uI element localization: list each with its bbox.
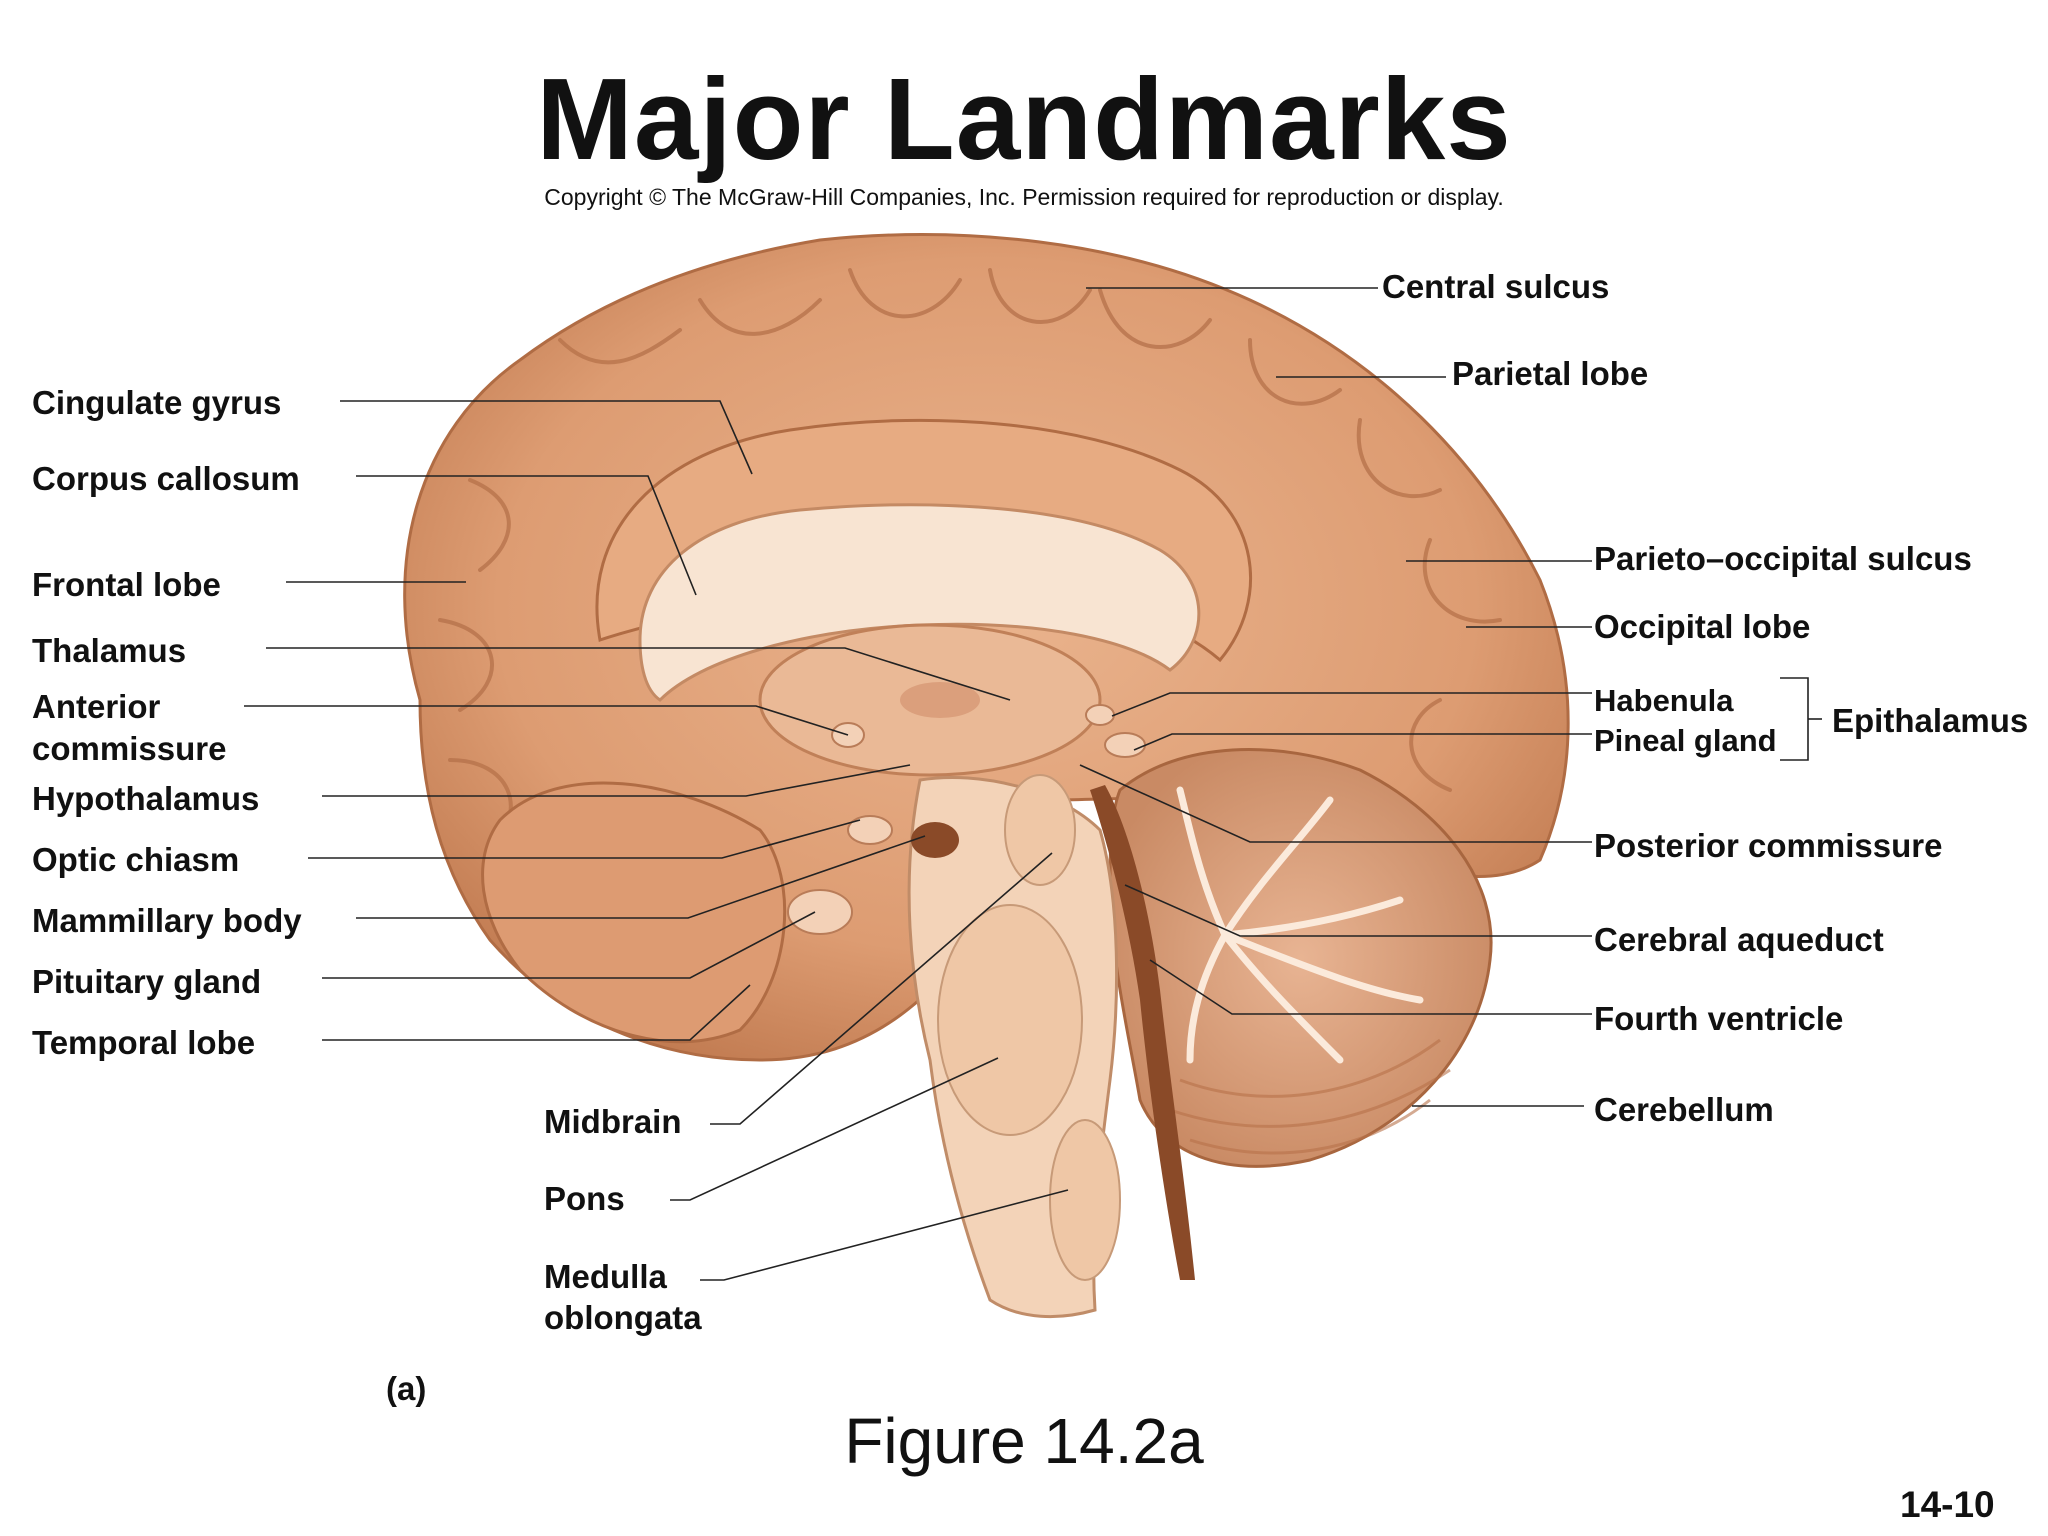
label-thalamus: Thalamus <box>32 632 187 669</box>
mammillary-shape <box>911 822 959 858</box>
label-temporal-lobe: Temporal lobe <box>32 1024 256 1061</box>
label-hypothalamus: Hypothalamus <box>32 780 260 817</box>
corpus-callosum-shape <box>638 503 1201 702</box>
label-central-sulcus: Central sulcus <box>1382 268 1610 305</box>
gyri-folds <box>438 268 1502 852</box>
label-pineal-gland: Pineal gland <box>1594 723 1777 758</box>
label-frontal-lobe: Frontal lobe <box>32 566 221 603</box>
arbor-vitae <box>1176 786 1424 1064</box>
label-cerebral-aqueduct: Cerebral aqueduct <box>1594 921 1884 958</box>
label-habenula: Habenula <box>1594 683 1734 718</box>
slide-number: 14-10 <box>1900 1484 1995 1525</box>
label-optic-chiasm: Optic chiasm <box>32 841 240 878</box>
ventricle-channel <box>1090 785 1195 1280</box>
label-anterior-commissure-line1: Anterior <box>32 688 161 725</box>
midbrain-shape <box>1004 774 1076 886</box>
label-epithalamus: Epithalamus <box>1832 702 2029 739</box>
temporal-lobe-shape <box>481 781 787 1044</box>
label-parietal-lobe: Parietal lobe <box>1452 355 1649 392</box>
label-cerebellum: Cerebellum <box>1594 1091 1774 1128</box>
label-corpus-callosum: Corpus callosum <box>32 460 300 497</box>
habenula-shape <box>1085 704 1115 726</box>
copyright-notice: Copyright © The McGraw-Hill Companies, I… <box>544 184 1504 210</box>
pons-shape <box>937 904 1083 1136</box>
optic-chiasm-shape <box>847 815 893 845</box>
page-title: Major Landmarks <box>536 54 1512 184</box>
label-occipital-lobe: Occipital lobe <box>1594 608 1811 645</box>
panel-label: (a) <box>386 1370 427 1407</box>
label-mammillary-body: Mammillary body <box>32 902 302 939</box>
label-pituitary-gland: Pituitary gland <box>32 963 262 1000</box>
label-medulla-line2: oblongata <box>544 1299 702 1336</box>
label-midbrain: Midbrain <box>544 1103 682 1140</box>
label-posterior-commissure: Posterior commissure <box>1594 827 1943 864</box>
medulla-shape <box>1049 1119 1121 1281</box>
leader-lines <box>244 287 1822 1281</box>
label-parieto-occipital-sulcus: Parieto–occipital sulcus <box>1594 540 1972 577</box>
label-anterior-commissure-line2: commissure <box>32 730 227 767</box>
label-medulla-line1: Medulla <box>544 1258 667 1295</box>
label-cingulate-gyrus: Cingulate gyrus <box>32 384 282 421</box>
label-pons: Pons <box>544 1180 625 1217</box>
figure-caption: Figure 14.2a <box>844 1405 1204 1477</box>
pineal-gland-shape <box>1104 732 1146 758</box>
pituitary-shape <box>787 889 853 935</box>
label-fourth-ventricle: Fourth ventricle <box>1594 1000 1844 1037</box>
